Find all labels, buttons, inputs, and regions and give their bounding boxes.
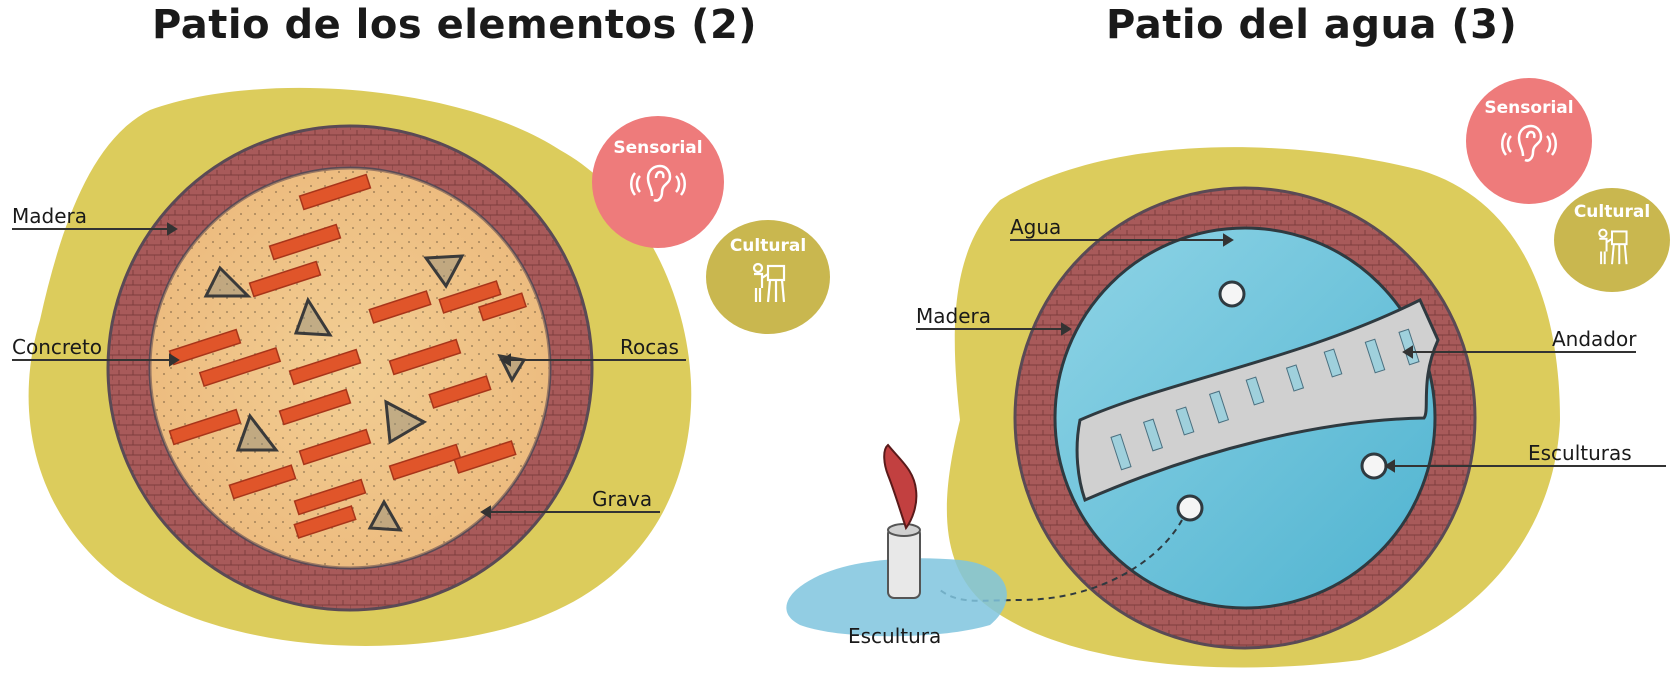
label-esculturas: Esculturas (1528, 441, 1632, 465)
badge-cultural-right-label: Cultural (1574, 202, 1650, 222)
painter-icon (746, 260, 790, 308)
badge-sensorial-right-label: Sensorial (1484, 98, 1573, 118)
badge-cultural-left: Cultural (706, 220, 830, 334)
badge-cultural-right: Cultural (1554, 188, 1670, 292)
label-madera-right: Madera (916, 304, 991, 328)
label-agua: Agua (1010, 215, 1061, 239)
badge-sensorial-right: Sensorial (1466, 78, 1592, 204)
label-concreto: Concreto (12, 335, 102, 359)
label-escultura: Escultura (848, 624, 941, 648)
ear-icon (1499, 122, 1559, 170)
label-grava: Grava (592, 487, 652, 511)
painter-icon (1592, 226, 1632, 270)
badge-cultural-left-label: Cultural (730, 236, 806, 256)
label-madera-left: Madera (12, 204, 87, 228)
label-rocas: Rocas (620, 335, 679, 359)
ear-icon (628, 162, 688, 210)
badge-sensorial-left-label: Sensorial (613, 138, 702, 158)
badge-sensorial-left: Sensorial (592, 116, 724, 248)
label-andador: Andador (1552, 327, 1636, 351)
